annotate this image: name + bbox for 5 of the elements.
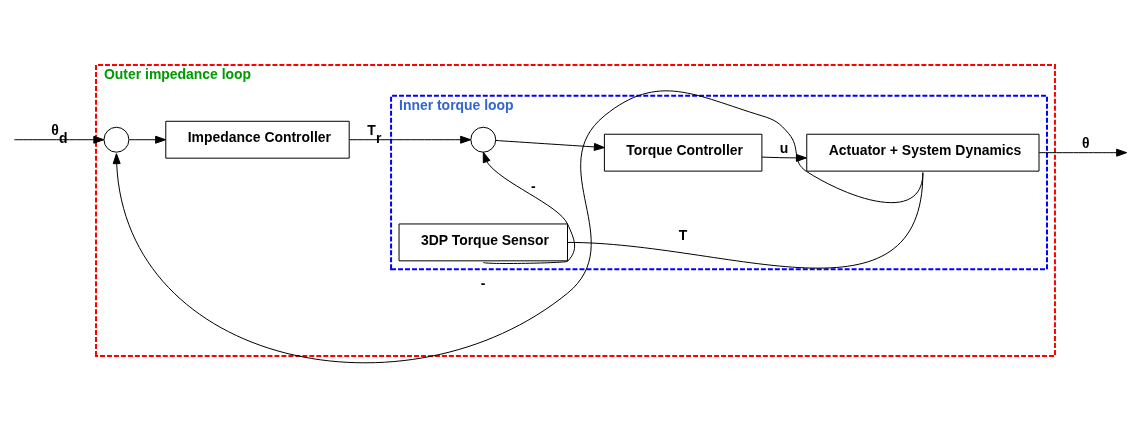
edge-label: T	[678, 226, 688, 243]
edge-label: -	[531, 178, 536, 195]
edge-label: θ	[1081, 134, 1090, 151]
edge-label: -	[480, 275, 486, 292]
edge-label: u	[779, 139, 789, 156]
